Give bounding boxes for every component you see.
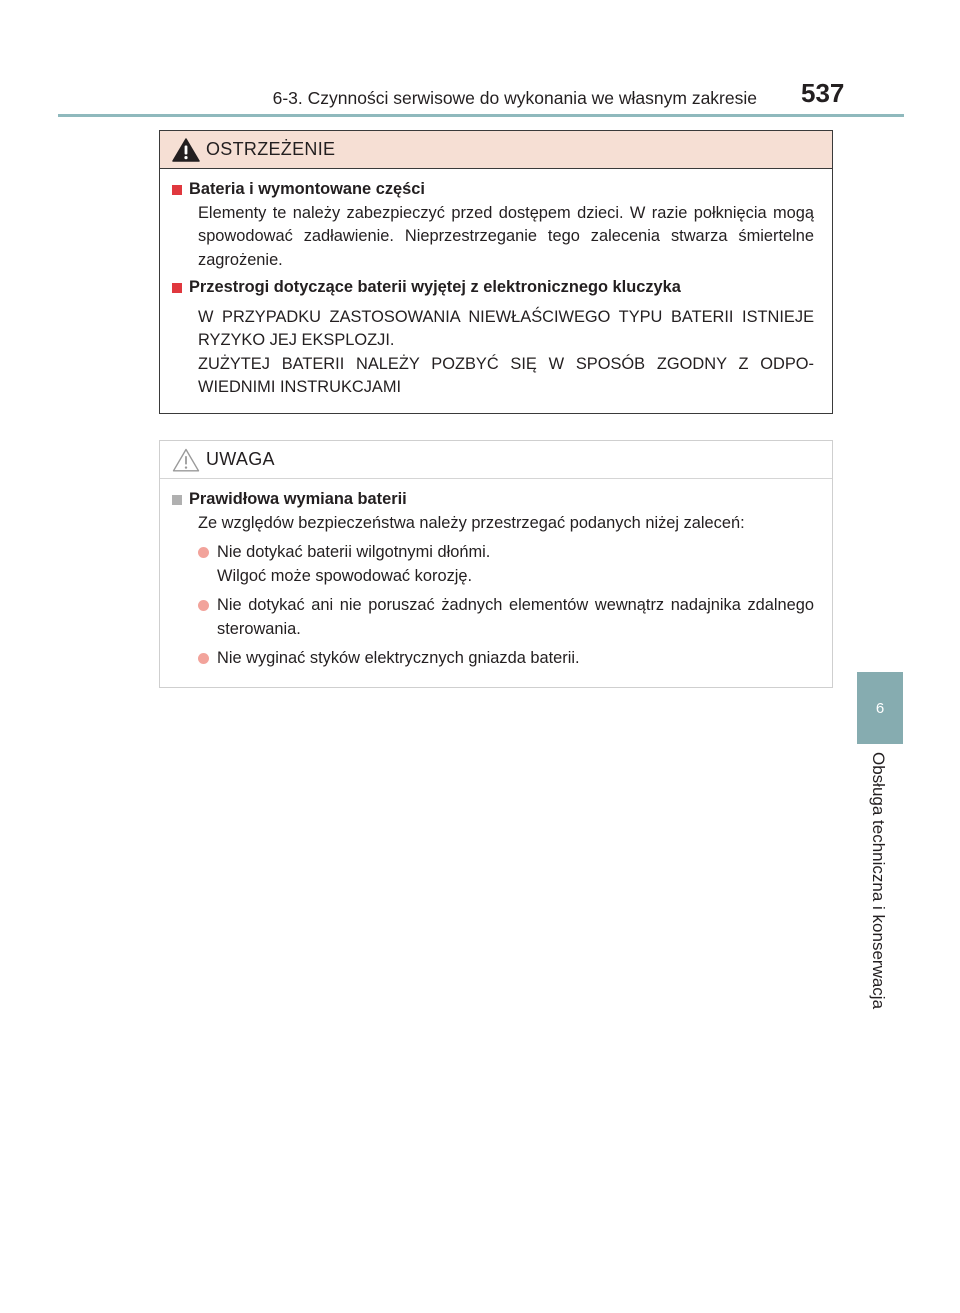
section-heading-text: Prawidłowa wymiana baterii [189, 490, 407, 508]
notice-box: UWAGA Prawidłowa wymiana baterii Ze wzgl… [159, 440, 833, 688]
notice-body: Prawidłowa wymiana baterii Ze względów b… [160, 479, 832, 671]
bullet-text: Nie dotykać baterii wilgotnymi dłońmi. W… [217, 541, 814, 588]
warning-triangle-icon [172, 137, 200, 162]
caution-triangle-icon [172, 448, 200, 471]
bullet-dot-icon [198, 547, 209, 558]
list-item: Nie dotykać ani nie poruszać żadnych ele… [198, 594, 814, 641]
notice-section-heading: Prawidłowa wymiana baterii [172, 488, 814, 512]
square-marker-icon [172, 494, 182, 505]
caps-line: ZUŻYTEJ BATERII NALEŻY POZBYĆ SIĘ W SPOS… [198, 354, 814, 397]
warning-box: OSTRZEŻENIE Bateria i wymontowane części… [159, 130, 833, 414]
warning-section-heading: Przestrogi dotyczące baterii wyjętej z e… [172, 276, 814, 300]
section-heading-text: Przestrogi dotyczące baterii wyjętej z e… [189, 278, 681, 296]
notice-header: UWAGA [160, 441, 832, 479]
warning-header: OSTRZEŻENIE [160, 131, 832, 169]
bullet-line: Nie dotykać baterii wilgotnymi dłońmi. [217, 543, 491, 561]
page-number: 537 [801, 78, 845, 108]
warning-section-text: W PRZYPADKU ZASTOSOWANIA NIEWŁAŚCIWEGO T… [198, 306, 814, 400]
warning-body: Bateria i wymontowane części Elementy te… [160, 169, 832, 400]
warning-section-text: Elementy te należy zabezpieczyć przed do… [198, 203, 814, 269]
bullet-line: Nie wyginać styków elektrycznych gniazda… [217, 649, 580, 667]
section-heading-text: Bateria i wymontowane części [189, 180, 425, 198]
notice-title: UWAGA [206, 449, 275, 469]
chapter-number: 6 [875, 699, 885, 717]
bullet-line: Nie dotykać ani nie poruszać żadnych ele… [217, 596, 814, 638]
bullet-text: Nie dotykać ani nie poruszać żadnych ele… [217, 594, 814, 641]
bullet-line: Wilgoć może spowodować korozję. [217, 566, 473, 585]
warning-section-heading: Bateria i wymontowane części [172, 178, 814, 202]
bullet-text: Nie wyginać styków elektrycznych gniazda… [217, 647, 814, 671]
square-marker-icon [172, 184, 182, 195]
list-item: Nie dotykać baterii wilgotnymi dłońmi. W… [198, 541, 814, 588]
chapter-tab: 6 [857, 672, 903, 744]
bullet-dot-icon [198, 600, 209, 611]
caps-line: W PRZYPADKU ZASTOSOWANIA NIEWŁAŚCIWEGO T… [198, 307, 814, 350]
list-item: Nie wyginać styków elektrycznych gniazda… [198, 647, 814, 671]
notice-intro: Ze względów bezpieczeństwa należy przest… [198, 513, 745, 532]
header-rule [58, 114, 904, 117]
square-marker-icon [172, 282, 182, 293]
chapter-label: Obsługa techniczna i konserwacja [869, 752, 888, 1010]
section-title: 6-3. Czynności serwisowe do wykonania we… [272, 88, 757, 108]
warning-title: OSTRZEŻENIE [206, 139, 336, 159]
bullet-dot-icon [198, 653, 209, 664]
